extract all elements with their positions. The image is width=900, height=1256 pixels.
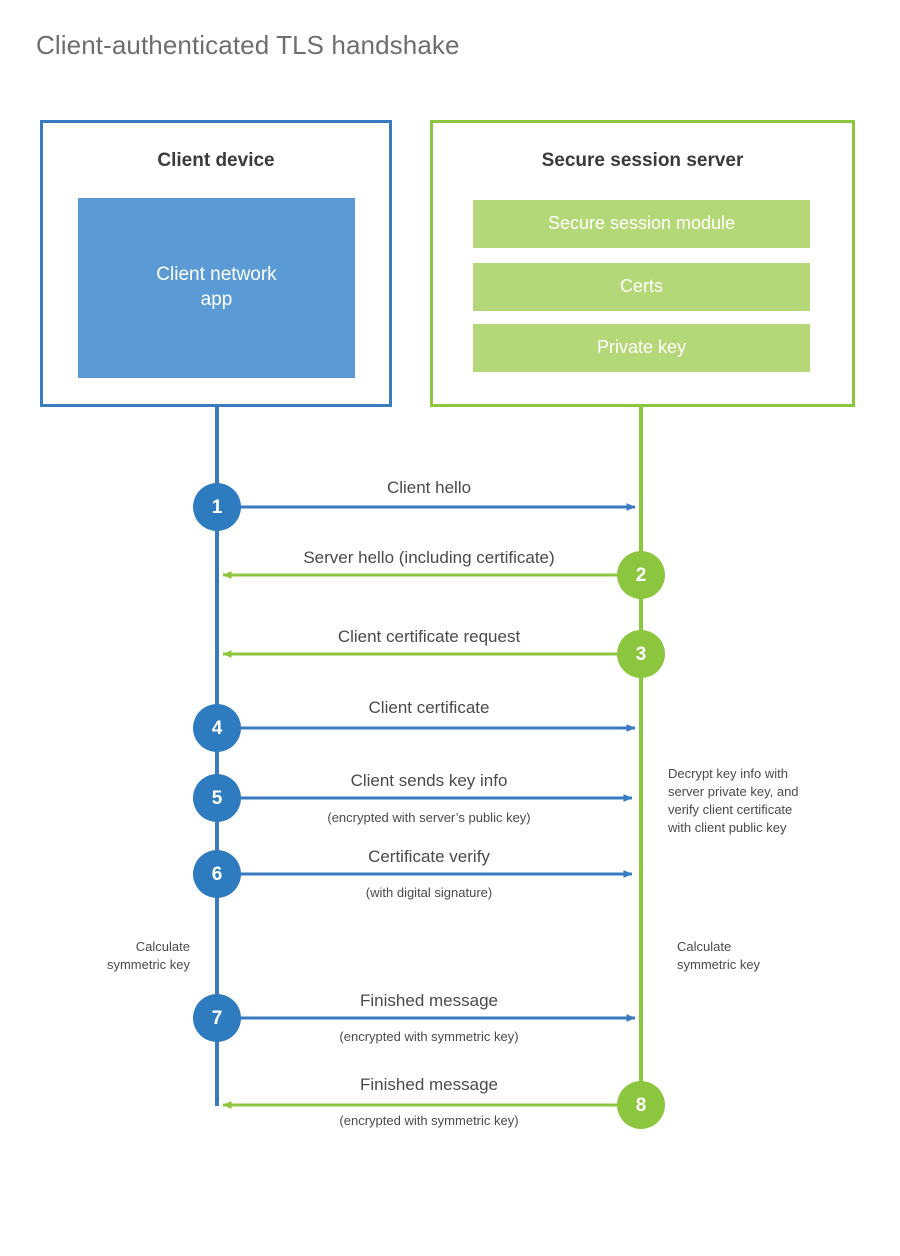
note-server-calculate-symmetric-key: Calculate symmetric key (677, 938, 847, 974)
step-circle-1[interactable] (193, 483, 241, 531)
step-number-4: 4 (211, 718, 223, 739)
message-label-step-6: Certificate verify (368, 847, 490, 866)
step-circle-5[interactable] (193, 774, 241, 822)
note-line1: Calculate (677, 939, 732, 954)
message-sublabel-step-5: (encrypted with server’s public key) (327, 810, 531, 825)
note-server-decrypt: Decrypt key info with server private key… (668, 766, 799, 835)
message-label-step-4: Client certificate (368, 698, 490, 717)
message-label-step-5: Client sends key info (350, 771, 508, 790)
message-label-step-3: Client certificate request (337, 627, 521, 646)
step-circle-4[interactable] (193, 704, 241, 752)
step-number-1: 1 (211, 497, 223, 518)
note-line1: Calculate (135, 939, 190, 954)
client-network-app-label-line2: app (200, 289, 233, 310)
client-device-title: Client device (157, 150, 275, 171)
message-label-step-1: Client hello (386, 478, 472, 497)
message-sublabel-step-8: (encrypted with symmetric key) (339, 1113, 519, 1128)
server-component-label: Certs (619, 276, 663, 297)
page-title: Client-authenticated TLS handshake (36, 30, 460, 60)
server-component-private-key: Private key (473, 324, 810, 372)
note-line2: symmetric key (677, 956, 761, 972)
message-label-step-7: Finished message (360, 991, 498, 1010)
client-network-app-label-line1: Client network (156, 264, 277, 286)
step-circle-7[interactable] (193, 994, 241, 1042)
message-label-step-2: Server hello (including certificate) (303, 548, 555, 567)
step-number-3: 3 (635, 644, 647, 665)
step-circle-3[interactable] (617, 630, 665, 678)
step-number-2: 2 (635, 565, 647, 586)
step-circle-2[interactable] (617, 551, 665, 599)
message-label-step-8: Finished message (360, 1075, 498, 1094)
note-client-calculate-symmetric-key: Calculate symmetric key (30, 938, 190, 974)
step-number-5: 5 (211, 788, 223, 809)
server-component-label: Secure session module (547, 213, 736, 234)
secure-session-server-title: Secure session server (541, 150, 744, 171)
server-component-certs: Certs (473, 263, 810, 311)
server-component-secure-session-module: Secure session module (473, 200, 810, 248)
client-network-app-box: Client network app (78, 198, 355, 378)
step-number-8: 8 (635, 1095, 647, 1116)
note-line2: symmetric key (106, 956, 190, 972)
step-number-7: 7 (211, 1008, 223, 1029)
step-number-6: 6 (211, 864, 223, 885)
message-sublabel-step-7: (encrypted with symmetric key) (339, 1029, 519, 1044)
step-circle-8[interactable] (617, 1081, 665, 1129)
message-sublabel-step-6: (with digital signature) (365, 885, 493, 900)
step-circle-6[interactable] (193, 850, 241, 898)
server-component-label: Private key (596, 337, 687, 358)
client-network-app-label: Client network app (156, 263, 276, 312)
